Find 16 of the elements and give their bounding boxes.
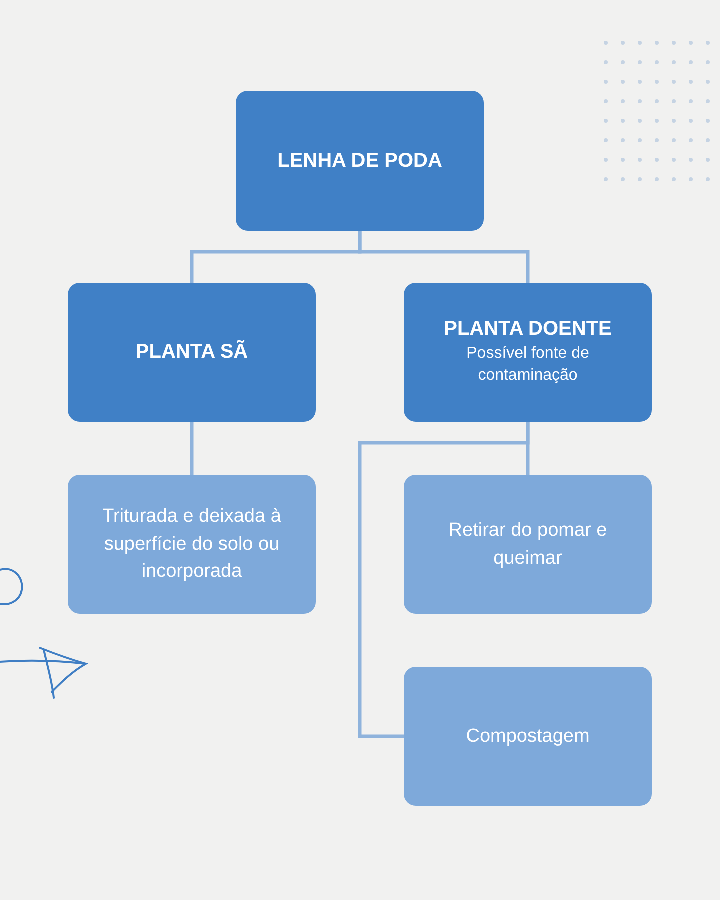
box-title: Triturada e deixada à superfície do solo ou incorporada xyxy=(102,505,282,584)
box-title: Compostagem xyxy=(466,724,590,749)
box-subtitle: Possível fonte de contaminação xyxy=(466,344,590,386)
box-title: PLANTA DOENTE xyxy=(444,318,612,342)
category-box xyxy=(68,283,316,422)
box-title: PLANTA SÃ xyxy=(136,341,248,364)
box-title: Retirar do pomar e queimar xyxy=(448,518,608,570)
category-box xyxy=(236,91,484,231)
connector-line xyxy=(358,231,530,283)
connector-line xyxy=(358,422,530,738)
category-box xyxy=(404,283,652,422)
action-box xyxy=(68,475,316,614)
action-box xyxy=(404,667,652,806)
box-title: LENHA DE PODA xyxy=(278,150,442,172)
action-box xyxy=(404,475,652,614)
connector-line xyxy=(190,422,194,475)
